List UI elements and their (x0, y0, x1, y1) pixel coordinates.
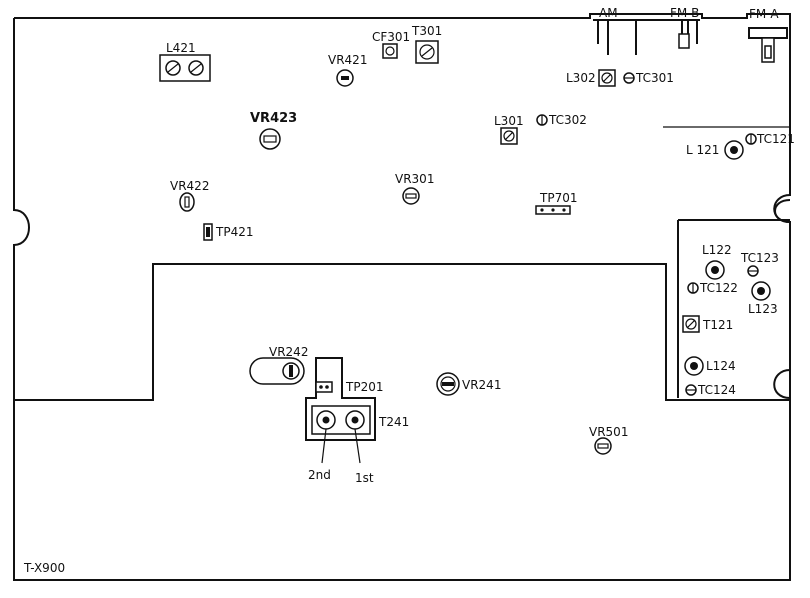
l421-screw-left-slot (167, 63, 179, 73)
t241-1st-leader (354, 428, 361, 464)
vr423-pot (259, 128, 281, 150)
vr501-slot (597, 443, 609, 449)
vr422-label: VR422 (170, 179, 209, 193)
l123-label: L123 (748, 302, 778, 316)
tp701-pin3 (562, 208, 566, 212)
l124-core (690, 362, 698, 370)
tp701-pin2 (551, 208, 555, 212)
vr242-slot (289, 365, 293, 377)
vr423-label: VR423 (250, 111, 297, 126)
t241-module-outline (305, 357, 376, 441)
l421-label: L421 (166, 41, 196, 55)
tc302-label: TC302 (548, 113, 587, 127)
t241-core-2nd-center (322, 416, 330, 424)
l301-label: L301 (494, 114, 524, 128)
fma-label: FM-A (749, 7, 779, 21)
cf301-filter (382, 43, 398, 59)
fmb-pin (678, 33, 690, 49)
tp201-testpoint (315, 381, 333, 393)
tp201-pin2 (325, 385, 329, 389)
board-outline (13, 13, 791, 581)
vr242-label: VR242 (269, 345, 308, 359)
vr301-slot (405, 193, 417, 199)
vr501-pot (594, 437, 612, 455)
board-right-notch (773, 199, 791, 399)
t301-core (419, 44, 435, 60)
t301-slot (421, 47, 433, 57)
fma-pin-inner (764, 45, 772, 59)
tp201-pin1 (319, 385, 323, 389)
vr241-slot (442, 382, 454, 386)
l302-core (601, 72, 613, 84)
tc122-label: TC122 (699, 281, 738, 295)
l124-label: L124 (706, 359, 736, 373)
tp421-label: TP421 (215, 225, 253, 239)
vr301-label: VR301 (395, 172, 434, 186)
l301-core (503, 130, 515, 142)
tc123-label: TC123 (740, 251, 779, 265)
l301-slot (504, 131, 514, 141)
cf301-label: CF301 (372, 30, 410, 44)
t241-2nd-label: 2nd (308, 468, 331, 482)
l121-core (730, 146, 738, 154)
vr241-ring (440, 376, 456, 392)
tp201-label: TP201 (345, 380, 383, 394)
tp701-pin1 (540, 208, 544, 212)
cf301-core (385, 46, 395, 56)
t241-1st-label: 1st (355, 471, 374, 485)
vr501-label: VR501 (589, 425, 628, 439)
t241-label: T241 (378, 415, 409, 429)
vr301-pot (402, 187, 420, 205)
tc124-label: TC124 (697, 383, 736, 397)
l122-label: L122 (702, 243, 732, 257)
l121-label: L 121 (686, 143, 719, 157)
vr422-pot (179, 192, 195, 212)
vr423-slot (263, 135, 277, 143)
t241-2nd-leader (321, 428, 327, 464)
vr422-slot (184, 196, 190, 208)
l421-screw-right-slot (190, 63, 202, 73)
model-label: T-X900 (23, 561, 65, 575)
fma-connector (748, 27, 788, 39)
l302-label: L302 (566, 71, 596, 85)
fmb-label: FM-B (670, 6, 699, 20)
l123-core (757, 287, 765, 295)
tp421-pin (206, 227, 210, 237)
vr421-slot (341, 76, 349, 80)
vr241-label: VR241 (462, 378, 501, 392)
board-left-edge (13, 18, 30, 400)
l302-slot (602, 73, 612, 83)
t241-core-1st-center (351, 416, 359, 424)
tc121-label: TC121 (756, 132, 795, 146)
t121-core (685, 318, 697, 330)
am-label: AM (599, 6, 618, 20)
t121-slot (686, 319, 696, 329)
tp701-label: TP701 (539, 191, 577, 205)
t301-label: T301 (411, 24, 442, 38)
t121-label: T121 (702, 318, 733, 332)
vr421-label: VR421 (328, 53, 367, 67)
tc301-label: TC301 (635, 71, 674, 85)
l122-core (711, 266, 719, 274)
if-shield-box (677, 219, 790, 398)
